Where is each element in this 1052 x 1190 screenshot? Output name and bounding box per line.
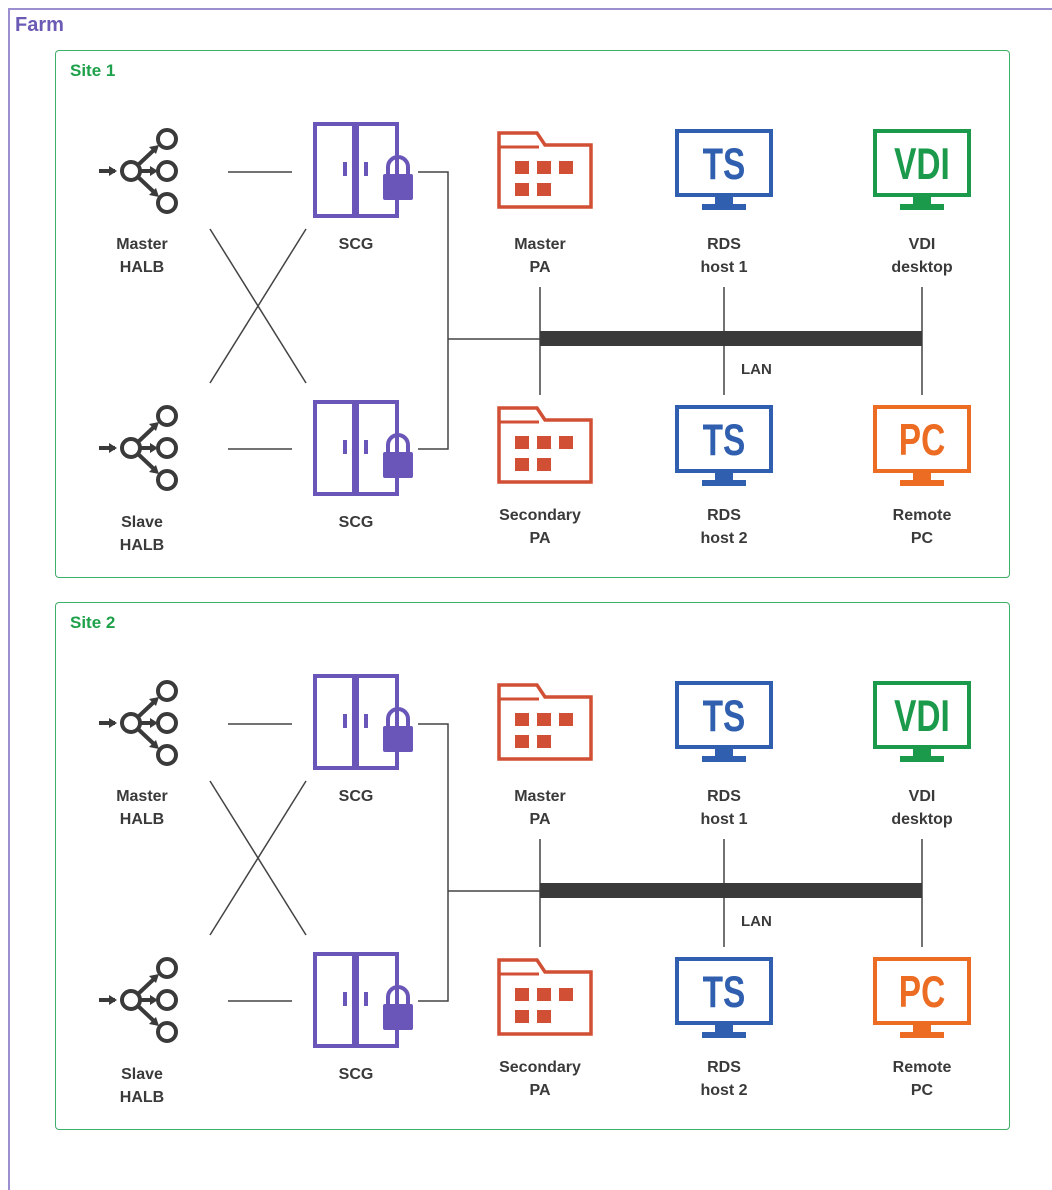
lan-label: LAN: [741, 913, 772, 930]
vdi-desktop-label: VDI desktop: [852, 785, 992, 831]
lan-label: LAN: [741, 361, 772, 378]
vdi-desktop-icon-screen-text: VDI: [894, 691, 950, 741]
secondary-pa-label-line2: PA: [529, 530, 551, 547]
rds-host-1-label-line2: host 1: [700, 259, 748, 276]
scg-bottom-label: SCG: [338, 514, 374, 531]
remote-pc-icon: PC: [873, 957, 971, 1038]
rds-host-2-label-line2: host 2: [700, 530, 748, 547]
rds-host-1-icon-screen-text: TS: [703, 139, 746, 189]
scg-top-label: SCG: [338, 236, 374, 253]
slave-halb-label-line2: HALB: [119, 537, 165, 554]
scg-bottom-label: SCG: [338, 1066, 374, 1083]
rds-host-1-icon-screen-text: TS: [703, 691, 746, 741]
remote-pc-label-line1: Remote: [892, 507, 952, 524]
rds-host-1-label-line1: RDS: [707, 236, 741, 253]
remote-pc-icon-screen-text: PC: [899, 415, 945, 465]
master-pa-label-line2: PA: [529, 811, 551, 828]
rds-host-2-label: RDS host 2: [654, 1056, 794, 1102]
master-pa-label-line1: Master: [514, 788, 566, 805]
rds-host-2-label: RDS host 2: [654, 504, 794, 550]
vdi-desktop-icon: VDI: [873, 129, 971, 210]
remote-pc-label-line2: PC: [910, 530, 934, 547]
farm-title: Farm: [15, 14, 64, 36]
vdi-desktop-label-line1: VDI: [908, 236, 936, 253]
master-halb-label-line1: Master: [116, 236, 168, 253]
site-diagram: TS TS VDI PC: [99, 674, 971, 1048]
vdi-desktop-label-line2: desktop: [891, 811, 953, 828]
vdi-desktop-icon-screen-text: VDI: [894, 139, 950, 189]
scg-top-label: SCG: [338, 788, 374, 805]
rds-host-2-icon: TS: [675, 957, 773, 1038]
master-pa-icon: [497, 131, 593, 209]
scg-bottom-icon: [313, 400, 413, 496]
rds-host-1-icon: TS: [675, 681, 773, 762]
rds-host-1-label: RDS host 1: [654, 233, 794, 279]
rds-host-1-label-line2: host 1: [700, 811, 748, 828]
vdi-desktop-label-line1: VDI: [908, 788, 936, 805]
rds-host-2-icon: TS: [675, 405, 773, 486]
remote-pc-icon: PC: [873, 405, 971, 486]
rds-host-2-icon-screen-text: TS: [703, 415, 746, 465]
remote-pc-label-line1: Remote: [892, 1059, 952, 1076]
secondary-pa-label-line1: Secondary: [499, 507, 581, 524]
remote-pc-icon-screen-text: PC: [899, 967, 945, 1017]
rds-host-2-label-line1: RDS: [707, 1059, 741, 1076]
rds-host-2-icon-screen-text: TS: [703, 967, 746, 1017]
slave-halb-icon: [99, 957, 178, 1043]
master-pa-icon: [497, 683, 593, 761]
secondary-pa-icon: [497, 406, 593, 484]
vdi-desktop-icon: VDI: [873, 681, 971, 762]
farm-boundary: [8, 8, 1052, 1190]
secondary-pa-label-line2: PA: [529, 1082, 551, 1099]
master-pa-label-line2: PA: [529, 259, 551, 276]
master-pa-label-line1: Master: [514, 236, 566, 253]
master-halb-label-line2: HALB: [119, 259, 165, 276]
slave-halb-icon: [99, 405, 178, 491]
master-halb-icon: [99, 128, 178, 214]
vdi-desktop-label: VDI desktop: [852, 233, 992, 279]
rds-host-1-label-line1: RDS: [707, 788, 741, 805]
remote-pc-label-line2: PC: [910, 1082, 934, 1099]
secondary-pa-icon: [497, 958, 593, 1036]
scg-bottom-icon: [313, 952, 413, 1048]
rds-host-1-label: RDS host 1: [654, 785, 794, 831]
site-title: Site 1: [70, 61, 116, 80]
secondary-pa-label-line1: Secondary: [499, 1059, 581, 1076]
lan-bus: [540, 883, 922, 898]
master-halb-label-line1: Master: [116, 788, 168, 805]
rds-host-2-label-line1: RDS: [707, 507, 741, 524]
scg-top-icon: [313, 122, 413, 218]
site-diagram: TS TS VDI PC: [99, 122, 971, 496]
slave-halb-label-line1: Slave: [121, 1066, 163, 1083]
master-halb-label-line2: HALB: [119, 811, 165, 828]
slave-halb-label-line2: HALB: [119, 1089, 165, 1106]
vdi-desktop-label-line2: desktop: [891, 259, 953, 276]
rds-host-1-icon: TS: [675, 129, 773, 210]
lan-bus: [540, 331, 922, 346]
site-title: Site 2: [70, 613, 116, 632]
scg-top-icon: [313, 674, 413, 770]
master-halb-icon: [99, 680, 178, 766]
rds-host-2-label-line2: host 2: [700, 1082, 748, 1099]
slave-halb-label-line1: Slave: [121, 514, 163, 531]
